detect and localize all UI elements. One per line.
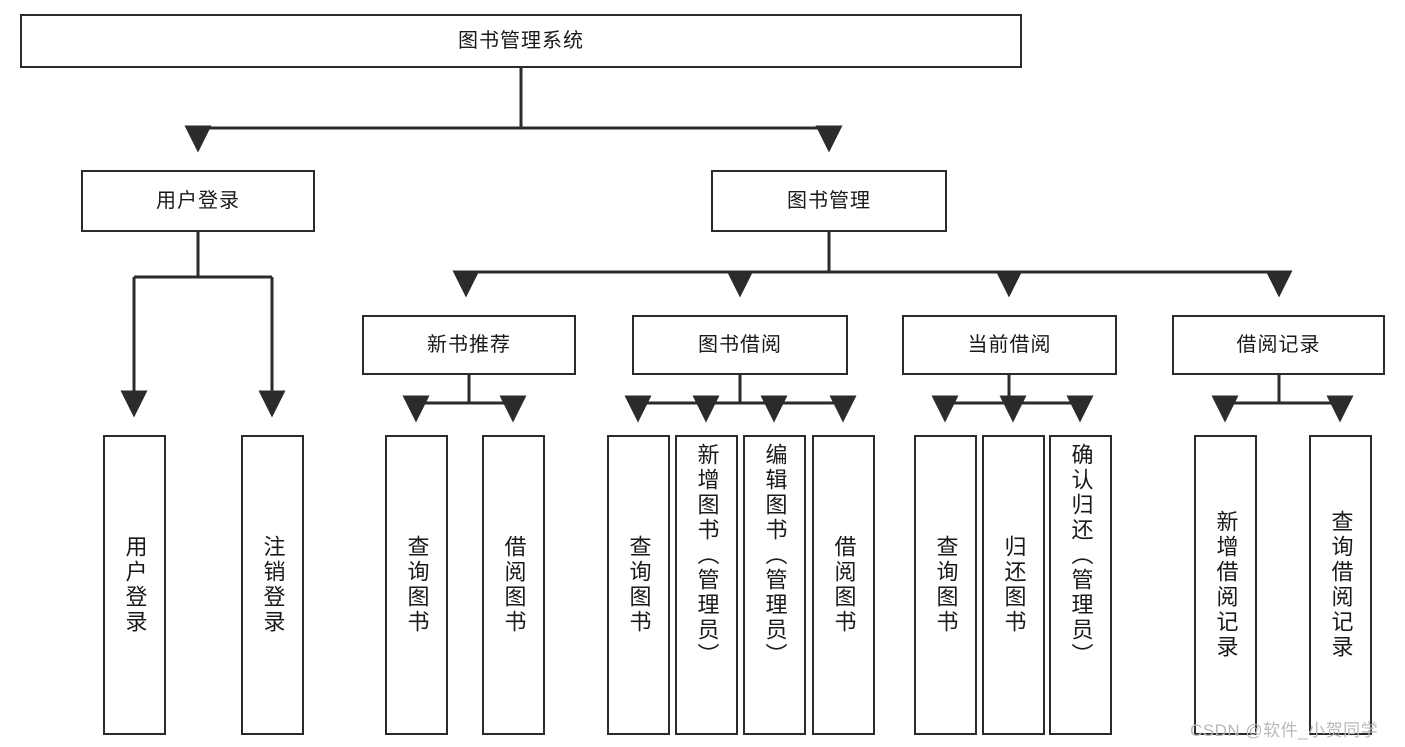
node-label: 新书推荐 — [427, 333, 511, 356]
leaf-borrow-query-book[interactable]: 查询图书 — [607, 435, 670, 735]
leaf-user-login-login[interactable]: 用户登录 — [103, 435, 166, 735]
node-root-system[interactable]: 图书管理系统 — [20, 14, 1022, 68]
node-label: 查询图书 — [626, 535, 652, 635]
node-label: 图书管理 — [787, 189, 871, 212]
leaf-borrow-borrow-book[interactable]: 借阅图书 — [812, 435, 875, 735]
leaf-recommend-borrow-book[interactable]: 借阅图书 — [482, 435, 545, 735]
leaf-borrow-add-book-admin[interactable]: 新增图书（管理员） — [675, 435, 738, 735]
leaf-current-query-book[interactable]: 查询图书 — [914, 435, 977, 735]
node-label: 编辑图书（管理员） — [762, 443, 788, 668]
node-label: 新增借阅记录 — [1213, 510, 1239, 660]
node-label: 借阅图书 — [831, 535, 857, 635]
node-label: 用户登录 — [156, 189, 240, 212]
leaf-user-login-logout[interactable]: 注销登录 — [241, 435, 304, 735]
node-label: 归还图书 — [1001, 535, 1027, 635]
node-label: 借阅图书 — [501, 535, 527, 635]
node-book-borrow[interactable]: 图书借阅 — [632, 315, 848, 375]
node-new-book-recommend[interactable]: 新书推荐 — [362, 315, 576, 375]
node-label: 查询借阅记录 — [1328, 510, 1354, 660]
node-label: 查询图书 — [404, 535, 430, 635]
leaf-record-add-record[interactable]: 新增借阅记录 — [1194, 435, 1257, 735]
node-current-borrow[interactable]: 当前借阅 — [902, 315, 1117, 375]
node-borrow-record[interactable]: 借阅记录 — [1172, 315, 1385, 375]
node-label: 当前借阅 — [967, 333, 1052, 356]
node-label: 查询图书 — [933, 535, 959, 635]
node-label: 用户登录 — [122, 535, 148, 635]
node-label: 图书管理系统 — [458, 29, 584, 52]
node-label: 图书借阅 — [698, 333, 782, 356]
leaf-current-return-book[interactable]: 归还图书 — [982, 435, 1045, 735]
node-label: 借阅记录 — [1236, 333, 1321, 356]
node-label: 新增图书（管理员） — [694, 443, 720, 668]
leaf-current-confirm-return-admin[interactable]: 确认归还（管理员） — [1049, 435, 1112, 735]
leaf-record-query-record[interactable]: 查询借阅记录 — [1309, 435, 1372, 735]
node-user-login[interactable]: 用户登录 — [81, 170, 315, 232]
leaf-recommend-query-book[interactable]: 查询图书 — [385, 435, 448, 735]
node-book-management[interactable]: 图书管理 — [711, 170, 947, 232]
node-label: 注销登录 — [260, 535, 286, 635]
leaf-borrow-edit-book-admin[interactable]: 编辑图书（管理员） — [743, 435, 806, 735]
node-label: 确认归还（管理员） — [1068, 443, 1094, 668]
